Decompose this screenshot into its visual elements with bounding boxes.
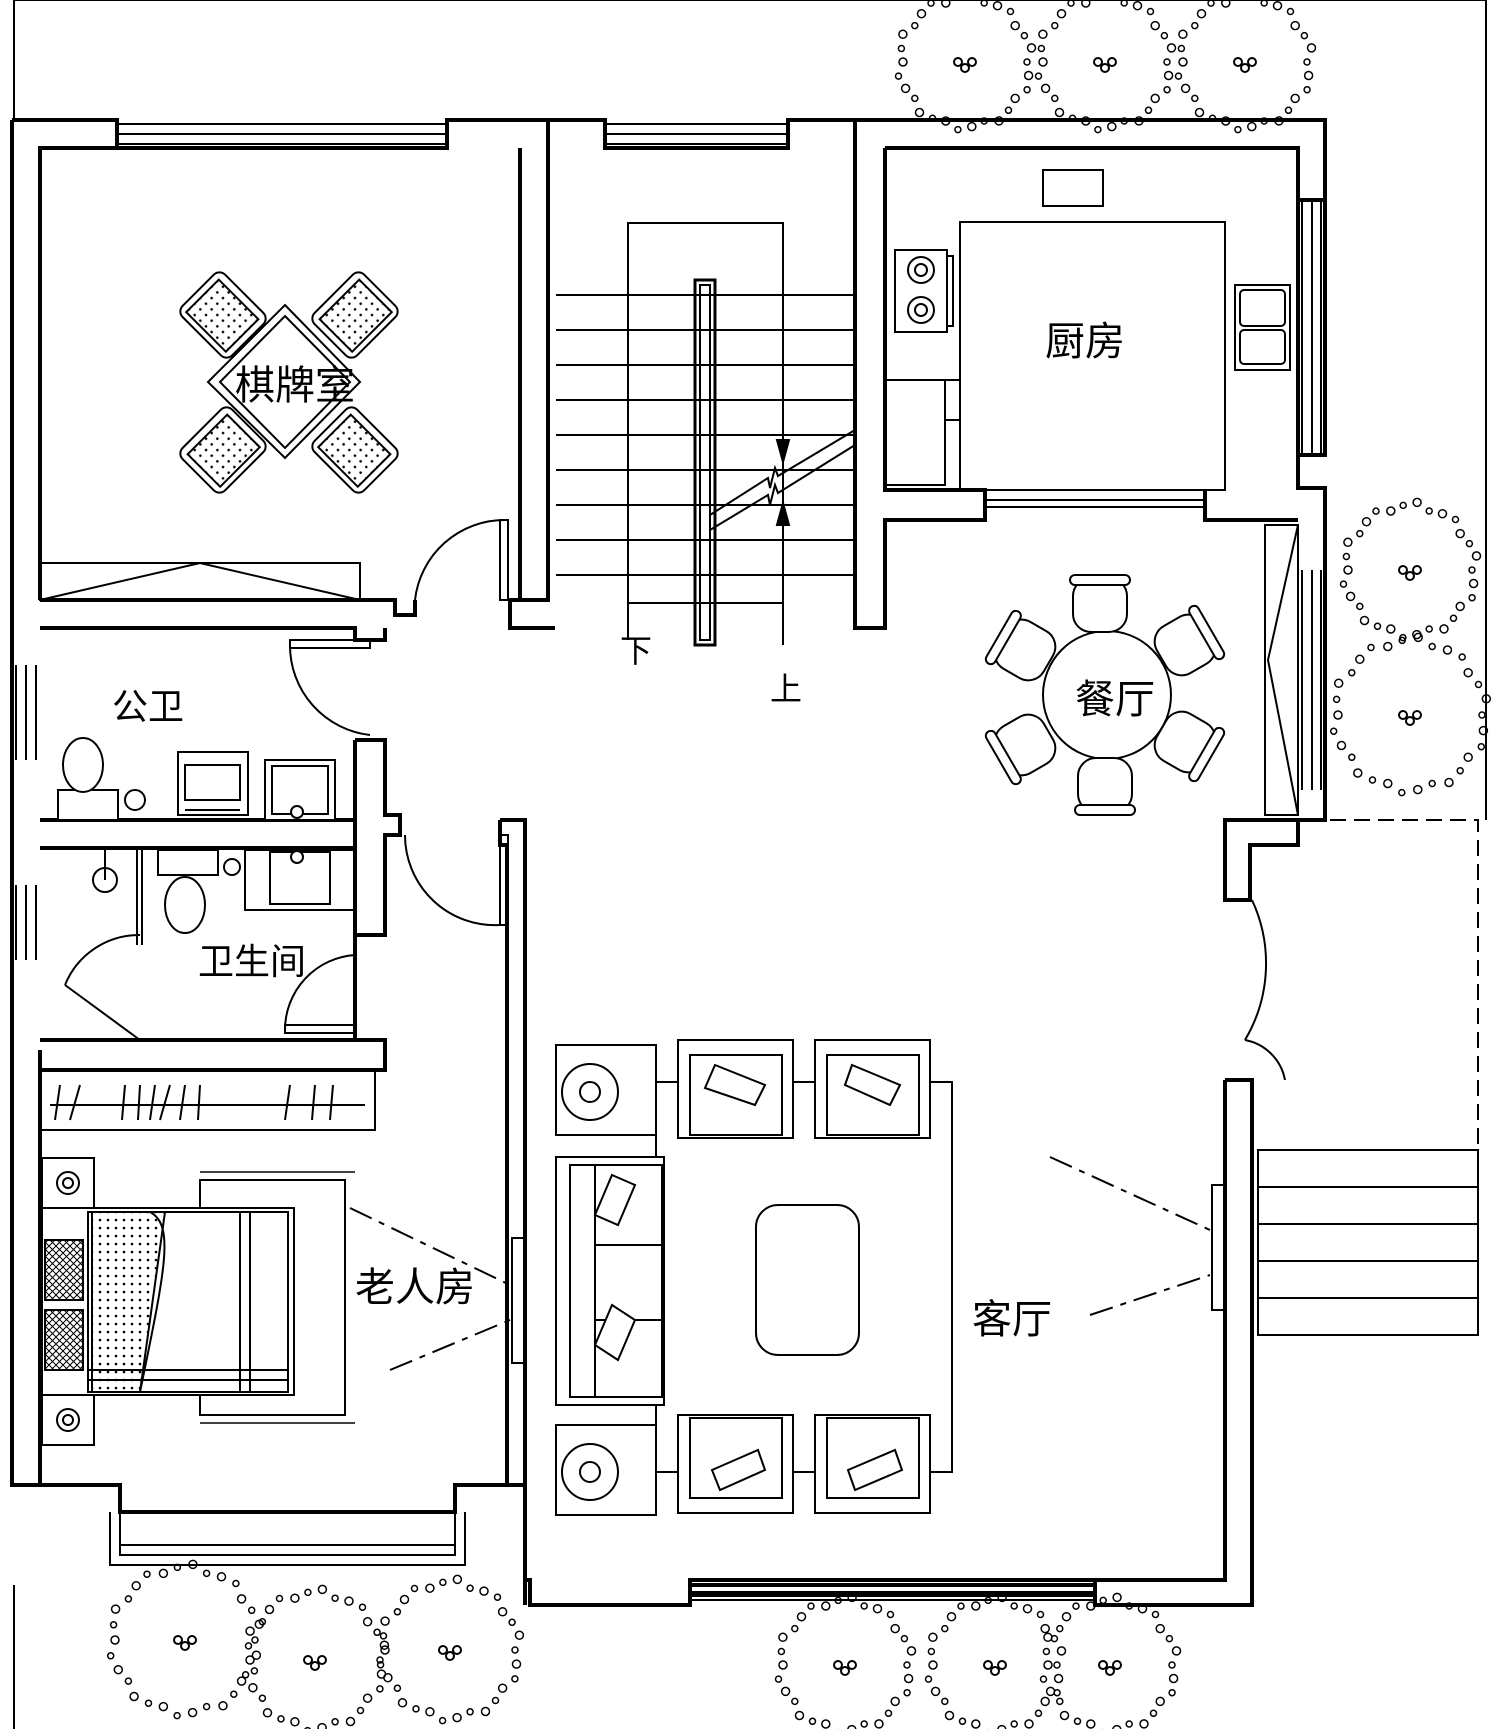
windows xyxy=(15,123,1322,1601)
dining-set xyxy=(984,574,1226,816)
tree-symbol xyxy=(1329,632,1492,797)
wardrobe xyxy=(39,1069,376,1131)
bed xyxy=(41,1157,346,1446)
tree-symbol xyxy=(106,1559,265,1720)
card-table xyxy=(206,303,362,460)
living-furniture xyxy=(555,1039,953,1516)
staircase xyxy=(556,222,856,647)
card-room-cabinet xyxy=(39,561,361,601)
stair-down-label: 下 xyxy=(620,632,652,670)
tree-symbol xyxy=(924,1592,1067,1729)
elderly-tv xyxy=(349,1207,525,1371)
tree-symbol xyxy=(1034,0,1177,134)
card-chairs xyxy=(179,271,399,494)
stair-up-label: 上 xyxy=(770,670,802,708)
stair-labels: 下 上 xyxy=(620,632,802,708)
dining-cabinet xyxy=(1264,524,1299,816)
tree-symbol xyxy=(376,1574,525,1725)
living-tv xyxy=(1049,1156,1225,1316)
rug xyxy=(200,1171,355,1424)
site-boundary xyxy=(13,0,1487,1729)
tree-symbol xyxy=(241,1584,390,1729)
room-label-elderly-room: 老人房 xyxy=(355,1265,475,1311)
room-label-kitchen: 厨房 xyxy=(1045,319,1125,365)
room-label-living-room: 客厅 xyxy=(972,1297,1052,1343)
tree-symbol xyxy=(1039,1592,1182,1729)
room-label-card-room: 棋牌室 xyxy=(235,363,355,409)
tree-symbol xyxy=(774,1592,917,1729)
tree-symbol xyxy=(894,0,1037,134)
bathroom-fixtures xyxy=(92,848,356,945)
doors xyxy=(64,499,1286,1081)
stair-treads xyxy=(556,294,855,576)
room-label-bathroom: 卫生间 xyxy=(198,942,307,983)
room-label-public-wc: 公卫 xyxy=(112,687,185,728)
tree-symbol xyxy=(1174,0,1317,134)
public-wc-fixtures xyxy=(57,737,336,821)
trees xyxy=(106,0,1492,1729)
room-label-dining: 餐厅 xyxy=(1075,677,1155,723)
kitchen-fixtures xyxy=(884,169,1291,491)
entrance-steps xyxy=(1257,819,1479,1336)
tree-symbol xyxy=(1339,497,1482,642)
